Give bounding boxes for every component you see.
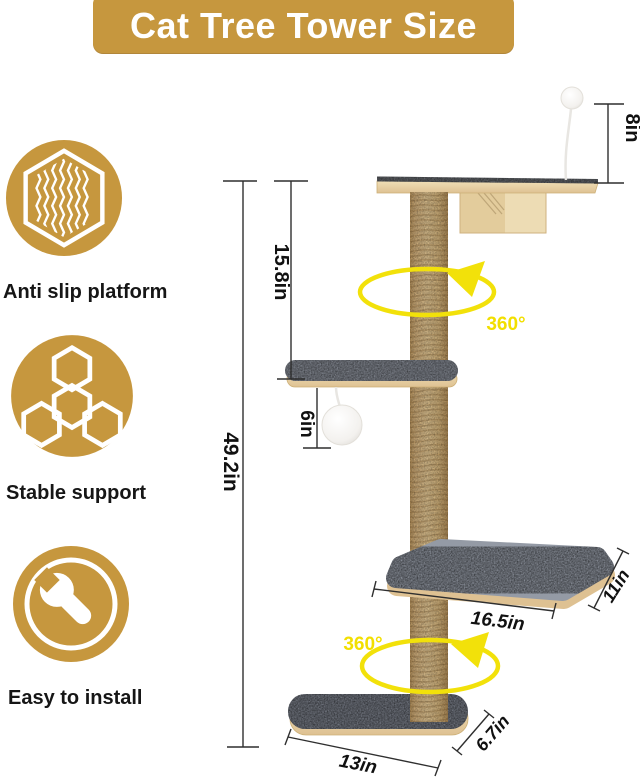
dim-line xyxy=(287,736,439,769)
middle-platform xyxy=(285,360,458,388)
rotation-ellipse xyxy=(357,266,497,318)
honeycomb-cells xyxy=(21,344,123,449)
rotation-indicator-bottom: 360° xyxy=(343,632,501,695)
bracket-grain xyxy=(477,192,505,215)
scratching-pole xyxy=(410,192,448,602)
scratching-pole-lower xyxy=(410,602,448,722)
feature-label-easy-install: Easy to install xyxy=(8,687,143,709)
dimension-lines xyxy=(223,103,630,777)
tick xyxy=(371,580,377,598)
large-platform xyxy=(386,539,615,609)
pompom-ball xyxy=(560,86,584,110)
hanging-ball-middle xyxy=(321,386,363,446)
wrench-glyph xyxy=(34,567,92,625)
dim-line xyxy=(593,550,624,609)
rotation-ellipse xyxy=(359,637,501,695)
wrench-icon xyxy=(13,546,129,662)
dim-label-6.7in: 6.7in xyxy=(471,711,513,755)
tick xyxy=(587,604,601,612)
rotation-arrowhead-icon xyxy=(451,632,489,668)
tick xyxy=(434,759,442,777)
tick xyxy=(616,547,630,555)
page-title: Cat Tree Tower Size xyxy=(130,4,477,46)
dim-label-8in: 8in xyxy=(621,114,640,143)
ball-string xyxy=(334,386,342,408)
rotation-label-bottom: 360° xyxy=(343,634,382,655)
ball-string xyxy=(564,108,573,181)
title-banner: Cat Tree Tower Size xyxy=(93,0,514,53)
honeycomb-icon xyxy=(11,335,133,457)
dim-label-49.2in: 49.2in xyxy=(219,432,242,492)
dim-label-6in: 6in xyxy=(296,410,317,437)
tick xyxy=(451,746,463,756)
tick xyxy=(483,709,495,719)
rotation-label-top: 360° xyxy=(486,314,525,335)
dim-line xyxy=(373,588,555,612)
dim-label-15.8in: 15.8in xyxy=(270,244,292,301)
feature-label-anti-slip: Anti slip platform xyxy=(3,281,168,303)
feature-label-stable-support: Stable support xyxy=(6,482,147,504)
icon-inner-ring xyxy=(24,557,118,651)
tick xyxy=(551,602,557,620)
rotation-arrowhead-icon xyxy=(447,261,485,297)
anti-slip-hexagon-icon xyxy=(5,139,123,257)
dim-label-16.5in: 16.5in xyxy=(470,608,526,635)
dim-line xyxy=(456,713,490,752)
pompom-ball xyxy=(321,404,363,446)
icon-circle xyxy=(11,335,133,457)
rotation-indicator-top: 360° xyxy=(357,261,526,335)
tick xyxy=(284,728,292,746)
hexagon-outline xyxy=(23,148,105,248)
hanging-ball-top xyxy=(560,86,584,181)
top-platform xyxy=(376,176,599,234)
